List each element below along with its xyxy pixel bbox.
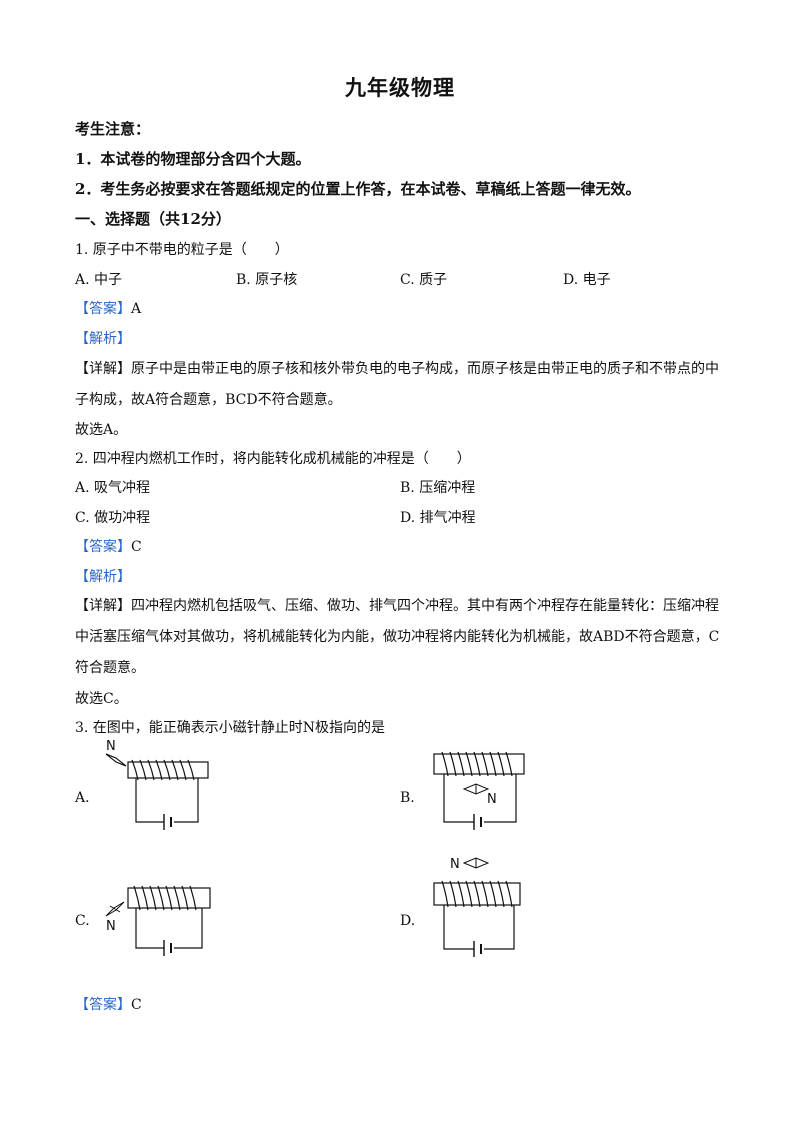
- q2-answer-value: C: [131, 539, 142, 555]
- q2-analysis-tag: 【解析】: [75, 569, 131, 585]
- answer-tag: 【答案】: [75, 997, 131, 1013]
- notice-heading: 考生注意：: [75, 120, 151, 138]
- figure-a-n-label: N: [106, 739, 116, 754]
- q3-option-c-label: C.: [75, 913, 90, 929]
- q2-option-d: D. 排气冲程: [400, 510, 476, 526]
- figure-c-n-label: N: [106, 919, 116, 934]
- detail-tag: 【详解】: [75, 361, 131, 377]
- q2-option-a: A. 吸气冲程: [75, 480, 151, 496]
- q1-detail-text: 原子中是由带正电的原子核和核外带负电的电子构成，而原子核是由带正电的质子和不带点…: [75, 361, 719, 408]
- q1-answer-value: A: [131, 301, 142, 317]
- q3-answer: 【答案】C: [75, 995, 142, 1015]
- answer-tag: 【答案】: [75, 301, 131, 317]
- question-2-stem: 2. 四冲程内燃机工作时，将内能转化成机械能的冲程是（ ）: [75, 451, 471, 467]
- q1-option-a: A. 中子: [75, 272, 123, 288]
- section-heading: 一、选择题（共12分）: [75, 210, 231, 228]
- figure-option-c: N: [105, 885, 211, 956]
- q1-conclusion: 故选A。: [75, 422, 128, 438]
- q2-answer: 【答案】C: [75, 537, 142, 557]
- q2-detail-text: 四冲程内燃机包括吸气、压缩、做功、排气四个冲程。其中有两个冲程存在能量转化：压缩…: [75, 598, 720, 676]
- notice-item-2: 2．考生务必按要求在答题纸规定的位置上作答，在本试卷、草稿纸上答题一律无效。: [75, 180, 641, 198]
- answer-tag: 【答案】: [75, 539, 131, 555]
- figure-b-n-label: N: [487, 792, 497, 807]
- q1-detail: 【详解】原子中是由带正电的原子核和核外带负电的电子构成，而原子核是由带正电的质子…: [75, 354, 725, 416]
- figure-option-d: N: [433, 857, 521, 957]
- q2-option-c: C. 做功冲程: [75, 510, 151, 526]
- question-1-stem: 1. 原子中不带电的粒子是（ ）: [75, 242, 289, 258]
- q3-option-d-label: D.: [400, 913, 416, 929]
- q2-option-b: B. 压缩冲程: [400, 480, 476, 496]
- q3-option-a-label: A.: [75, 790, 90, 806]
- q3-option-b-label: B.: [400, 790, 415, 806]
- q1-option-d: D. 电子: [563, 272, 611, 288]
- q3-answer-value: C: [131, 997, 142, 1013]
- q1-option-c: C. 质子: [400, 272, 448, 288]
- question-3-stem: 3. 在图中，能正确表示小磁针静止时N极指向的是: [75, 720, 386, 736]
- figure-option-a: N: [105, 739, 209, 830]
- figure-d-n-label: N: [450, 857, 460, 872]
- q1-answer: 【答案】A: [75, 299, 141, 319]
- q1-option-b: B. 原子核: [236, 272, 298, 288]
- detail-tag: 【详解】: [75, 598, 131, 614]
- notice-item-1: 1．本试卷的物理部分含四个大题。: [75, 150, 311, 168]
- q1-analysis-tag: 【解析】: [75, 331, 131, 347]
- q2-conclusion: 故选C。: [75, 691, 128, 707]
- q2-detail: 【详解】四冲程内燃机包括吸气、压缩、做功、排气四个冲程。其中有两个冲程存在能量转…: [75, 591, 725, 684]
- page-title: 九年级物理: [345, 75, 455, 100]
- figure-option-b: N: [433, 751, 525, 830]
